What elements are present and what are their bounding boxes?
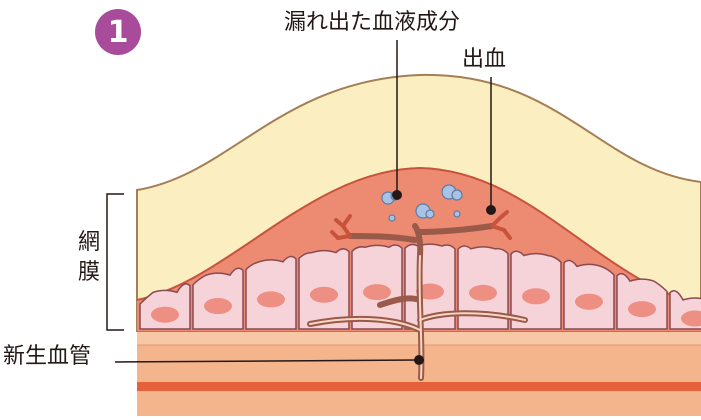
step-badge: 1 [95,9,141,55]
label-hemorrhage: 出血 [462,49,506,71]
label-leaked-blood-components: 漏れ出た血液成分 [284,12,460,34]
label-neovessel: 新生血管 [3,346,91,368]
cell-nucleus [628,301,656,317]
cell-nucleus [257,291,285,307]
cell-nucleus [204,298,232,314]
choroid-band-bottom [137,391,701,416]
cell-nucleus [363,284,391,300]
cell-nucleus [310,287,338,303]
choroid-red-stripe [137,382,701,391]
retina-bracket [107,194,124,330]
cell-nucleus [151,307,179,323]
cell-nucleus [522,288,550,304]
cell-nucleus [575,294,603,310]
cell-nucleus [469,285,497,301]
label-retina: 網膜 [76,228,102,288]
